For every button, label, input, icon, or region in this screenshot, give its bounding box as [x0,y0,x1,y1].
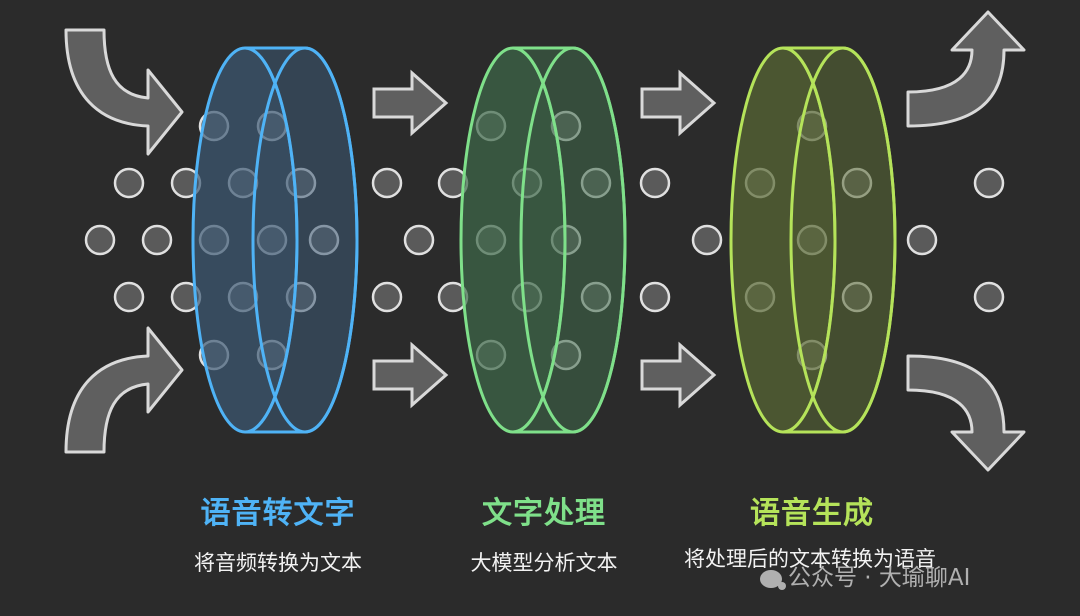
rings-layer [191,46,897,434]
watermark-text: 公众号 · 大瑜聊AI [788,565,971,591]
node-dot [973,167,1005,199]
node-dot [371,167,403,199]
node-dot [906,224,938,256]
node-dot [403,224,435,256]
node-dot [113,167,145,199]
curved-arrow-out-bottom-icon [906,354,1026,472]
stage-title-asr: 语音转文字 [200,496,356,531]
node-dot [113,281,145,313]
node-dot [141,224,173,256]
node-dot [84,224,116,256]
curved-arrow-in-bottom-icon [64,326,184,454]
arrows-layer [64,10,1026,472]
stage-desc-text-processing: 大模型分析文本 [470,551,618,575]
stage-title-text-processing: 文字处理 [482,496,606,531]
straight-arrow-icon [372,71,448,135]
node-dot [973,281,1005,313]
node-dot [639,281,671,313]
straight-arrow-icon [372,343,448,407]
wechat-icon [760,569,786,590]
stage-ring-2 [459,46,627,434]
node-dot [639,167,671,199]
node-dot [691,224,723,256]
stage-title-tts: 语音生成 [750,496,874,531]
node-dot [371,281,403,313]
stage-ring-3 [729,46,897,434]
watermark: 公众号 · 大瑜聊AI [760,558,970,592]
curved-arrow-in-top-icon [64,28,184,156]
stage-desc-tts: 将处理后的文本转换为语音 [684,547,936,571]
stage-ring-1 [191,46,359,434]
curved-arrow-out-top-icon [906,10,1026,128]
straight-arrow-icon [640,71,716,135]
straight-arrow-icon [640,343,716,407]
stage-desc-asr: 将音频转换为文本 [194,551,362,575]
